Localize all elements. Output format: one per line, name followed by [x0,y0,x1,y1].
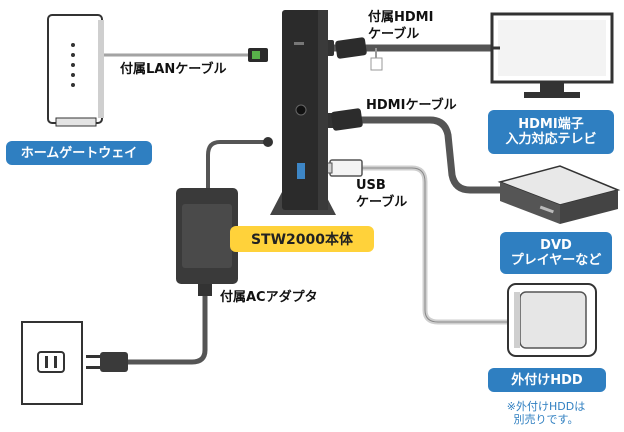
tv-device [490,12,614,98]
stw-label: STW2000本体 [250,232,354,248]
dvd-tag: DVD プレイヤーなど [500,232,612,274]
ac-adapter-device [176,188,238,296]
dvd-label-line1: DVD [540,238,572,253]
cable-tag [370,57,383,71]
dvd-player-device [497,165,621,224]
home-gateway-tag: ホームゲートウェイ [6,141,152,165]
ac-dc-cable [206,140,268,188]
home-gateway-device [47,14,104,127]
home-gateway-label: ホームゲートウェイ [20,145,138,161]
hdd-note-line2: 別売りです。 [513,413,579,426]
hdd-tag: 外付けHDD [488,368,606,392]
tv-label-line1: HDMI端子 [518,117,584,132]
hdd-note-line1: ※外付けHDDは [506,400,586,413]
hdmi-included-label-line1: 付属HDMI [368,10,434,25]
tv-tag: HDMI端子 入力対応テレビ [488,110,614,154]
hdmi-included-label-line2: ケーブル [368,27,420,42]
hdd-note: ※外付けHDDは 別売りです。 [486,400,606,426]
tv-label-line2: 入力対応テレビ [505,132,597,147]
power-plug [86,352,128,372]
hdd-device [507,283,597,357]
usb-cable-label-line1: USB [356,178,386,193]
wall-outlet [21,321,83,405]
dvd-label-line2: プレイヤーなど [510,253,602,268]
stw-tag: STW2000本体 [230,226,374,252]
hdmi-cable [345,116,503,194]
hdmi-cable-label: HDMIケーブル [366,98,457,113]
ac-adapter-label: 付属ACアダプタ [220,290,318,305]
ac-power-cord [125,290,208,365]
hdd-label: 外付けHDD [511,372,583,388]
usb-cable-label-line2: ケーブル [356,195,408,210]
stw2000-device [270,10,336,215]
usb-connector [329,159,363,177]
lan-cable-label: 付属LANケーブル [120,62,227,77]
